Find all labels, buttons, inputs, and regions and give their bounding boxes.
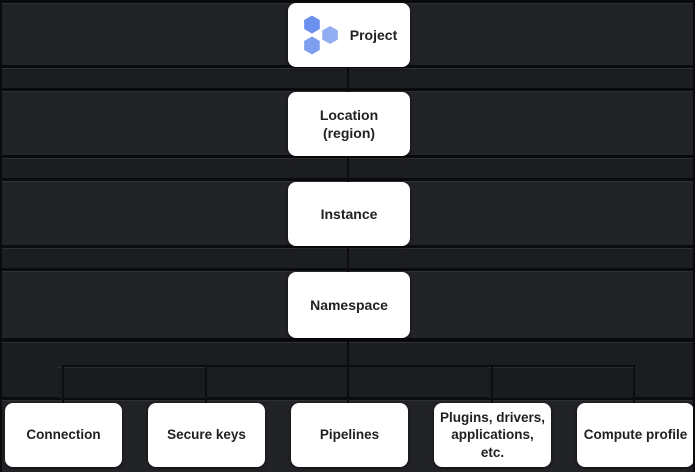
node-label-line: Location — [319, 106, 379, 123]
node-label: Pipelines — [319, 427, 380, 443]
connector-shadow-left — [58, 367, 205, 398]
node-compute-profile: Compute profile — [577, 403, 693, 467]
node-connection: Connection — [5, 403, 122, 467]
node-secure-keys: Secure keys — [148, 403, 265, 467]
node-label-line: (region) — [322, 125, 376, 141]
connector-instance-namespace — [347, 246, 349, 272]
connector-drop-plugins — [491, 366, 493, 403]
node-label: Namespace — [310, 296, 388, 313]
connector-drop-compute-profile — [633, 366, 635, 403]
connector-namespace-stem — [347, 338, 349, 367]
project-hexagons-icon — [303, 15, 338, 55]
node-label-line: applications, etc. — [451, 427, 534, 460]
connector-drop-connection — [62, 366, 64, 403]
connector-shadow-right — [489, 367, 633, 398]
connector-drop-pipelines — [347, 366, 349, 403]
node-label: Compute profile — [583, 427, 688, 443]
node-label: Project — [349, 26, 398, 43]
node-plugins-drivers-applications: Plugins, drivers, applications, etc. — [434, 403, 551, 467]
connector-location-instance — [347, 156, 349, 182]
node-label-line: Plugins, drivers, — [439, 409, 546, 425]
connector-project-location — [347, 67, 349, 92]
node-label: Instance — [320, 205, 378, 222]
node-namespace: Namespace — [288, 272, 410, 338]
node-label: Connection — [26, 427, 101, 443]
node-project: Project — [288, 3, 410, 67]
connector-drop-secure-keys — [205, 366, 207, 403]
node-location: Location (region) — [288, 92, 410, 156]
node-label: Secure keys — [167, 427, 246, 443]
separator-line — [2, 0, 693, 3]
node-instance: Instance — [288, 182, 410, 246]
node-pipelines: Pipelines — [291, 403, 408, 467]
